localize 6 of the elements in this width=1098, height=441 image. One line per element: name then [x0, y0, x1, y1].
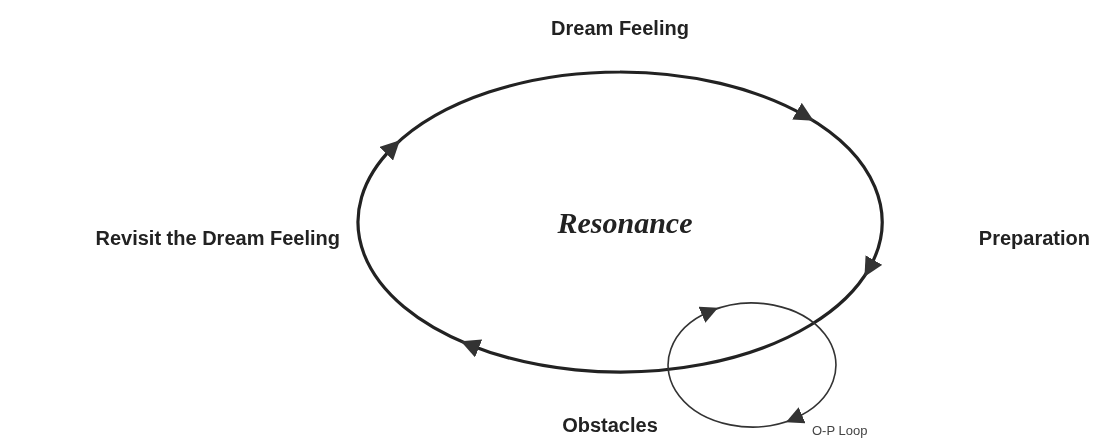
- loop-label: O-P Loop: [812, 424, 868, 437]
- stage-label: Dream Feeling: [550, 18, 690, 38]
- stage-label: Obstacles: [561, 415, 659, 435]
- stage-label: Preparation: [977, 228, 1090, 248]
- center-label: Resonance: [556, 208, 694, 238]
- stage-label: Revisit the Dream Feeling: [94, 228, 340, 248]
